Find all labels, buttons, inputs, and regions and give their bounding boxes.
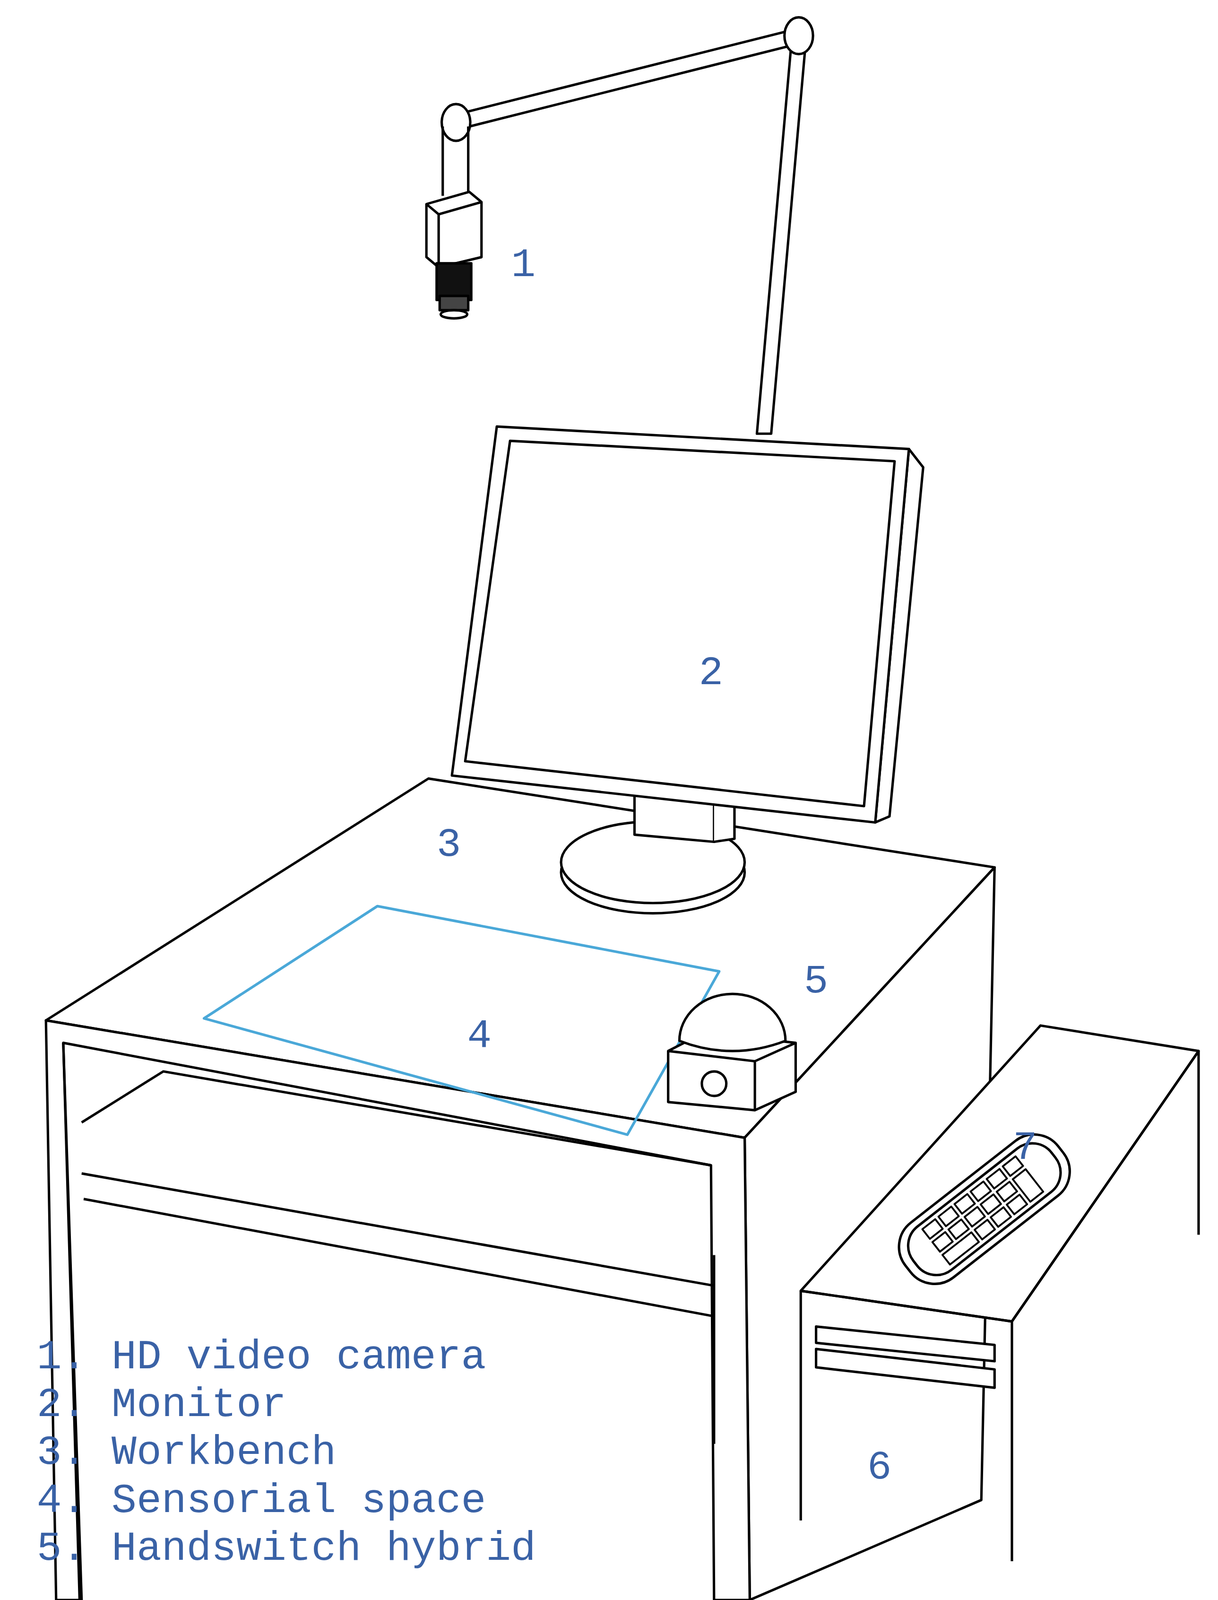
handswitch-dome bbox=[679, 993, 786, 1051]
callout-number: 6 bbox=[867, 1446, 892, 1488]
boom-pole bbox=[756, 40, 806, 434]
pc-front bbox=[800, 1290, 1012, 1521]
key-entry: 3. Workbench bbox=[36, 1431, 337, 1474]
boom-arm bbox=[457, 28, 802, 129]
key bbox=[974, 1219, 995, 1240]
callout-number: 5 bbox=[803, 960, 829, 1002]
camera-mount bbox=[442, 126, 469, 197]
callout-number: 4 bbox=[467, 1015, 493, 1056]
key-entry: 2. Monitor bbox=[36, 1383, 287, 1426]
key-entry: 4. Sensorial space bbox=[36, 1479, 487, 1522]
keypad-keys bbox=[922, 1156, 1044, 1265]
boom-joint bbox=[784, 17, 813, 55]
callout-number: 2 bbox=[699, 652, 724, 694]
camera-lens-ring bbox=[439, 295, 468, 311]
keypad-rim bbox=[898, 1132, 1071, 1285]
boom-joint bbox=[441, 103, 471, 141]
keypad-body bbox=[886, 1121, 1082, 1296]
monitor-frame bbox=[451, 426, 909, 822]
camera-lens-tip bbox=[440, 310, 467, 319]
sensorial-space-outline bbox=[204, 905, 720, 1134]
pc-drive-bay bbox=[816, 1348, 995, 1388]
camera-lens bbox=[436, 263, 472, 301]
callout-number: 7 bbox=[1012, 1127, 1038, 1168]
pc-top bbox=[800, 1025, 1199, 1322]
callout-number: 1 bbox=[510, 244, 536, 286]
key-entry: 5. Handswitch hybrid bbox=[36, 1527, 536, 1570]
pc-side bbox=[1011, 1050, 1199, 1561]
handswitch-button bbox=[701, 1071, 727, 1096]
callout-number: 3 bbox=[436, 824, 462, 865]
key bbox=[1006, 1194, 1028, 1215]
keypad bbox=[886, 1121, 1082, 1296]
key bbox=[990, 1206, 1011, 1227]
monitor-screen bbox=[465, 440, 895, 806]
bench-shelf-back bbox=[81, 1071, 712, 1166]
key-entry: 1. HD video camera bbox=[36, 1336, 487, 1378]
camera-body bbox=[426, 191, 482, 268]
key bbox=[942, 1231, 979, 1264]
camera-edge bbox=[426, 201, 482, 268]
handswitch-edge bbox=[668, 1042, 796, 1110]
